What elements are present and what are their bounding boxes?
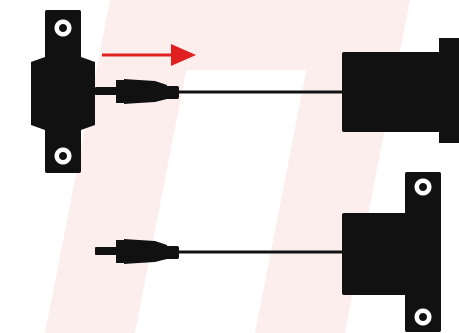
- plug-strain-relief: [165, 86, 179, 99]
- mount-hole-inner: [419, 313, 427, 321]
- plug-pin: [95, 87, 117, 95]
- plug-strain-relief: [165, 246, 179, 259]
- dc-jack-housing-icon: [342, 38, 459, 143]
- plug-pin: [95, 247, 117, 255]
- mount-hole-inner: [59, 24, 67, 32]
- mount-bracket-icon: [31, 10, 95, 173]
- mount-hole-inner: [419, 183, 427, 191]
- plug-collar: [116, 80, 124, 103]
- dc-plug-icon: [95, 79, 179, 104]
- dc-jack-housing-icon: [342, 172, 441, 332]
- plug-body: [124, 79, 167, 104]
- arrow-right-icon: [102, 44, 196, 66]
- plug-collar: [116, 240, 124, 263]
- mount-hole-icon: [52, 17, 74, 39]
- watermark-bar: [160, 0, 360, 70]
- mount-hole-icon: [412, 176, 434, 198]
- panel-top: [31, 10, 459, 173]
- mount-hole-icon: [412, 306, 434, 328]
- housing-body: [342, 52, 442, 132]
- mount-hole-icon: [52, 145, 74, 167]
- dc-plug-icon: [95, 239, 179, 264]
- bracket-body: [31, 57, 95, 130]
- housing-flange: [439, 38, 459, 143]
- mount-hole-inner: [59, 152, 67, 160]
- housing-body: [342, 213, 439, 295]
- plug-body: [124, 239, 167, 264]
- panel-bottom: [95, 172, 441, 332]
- arrow-head: [171, 44, 196, 66]
